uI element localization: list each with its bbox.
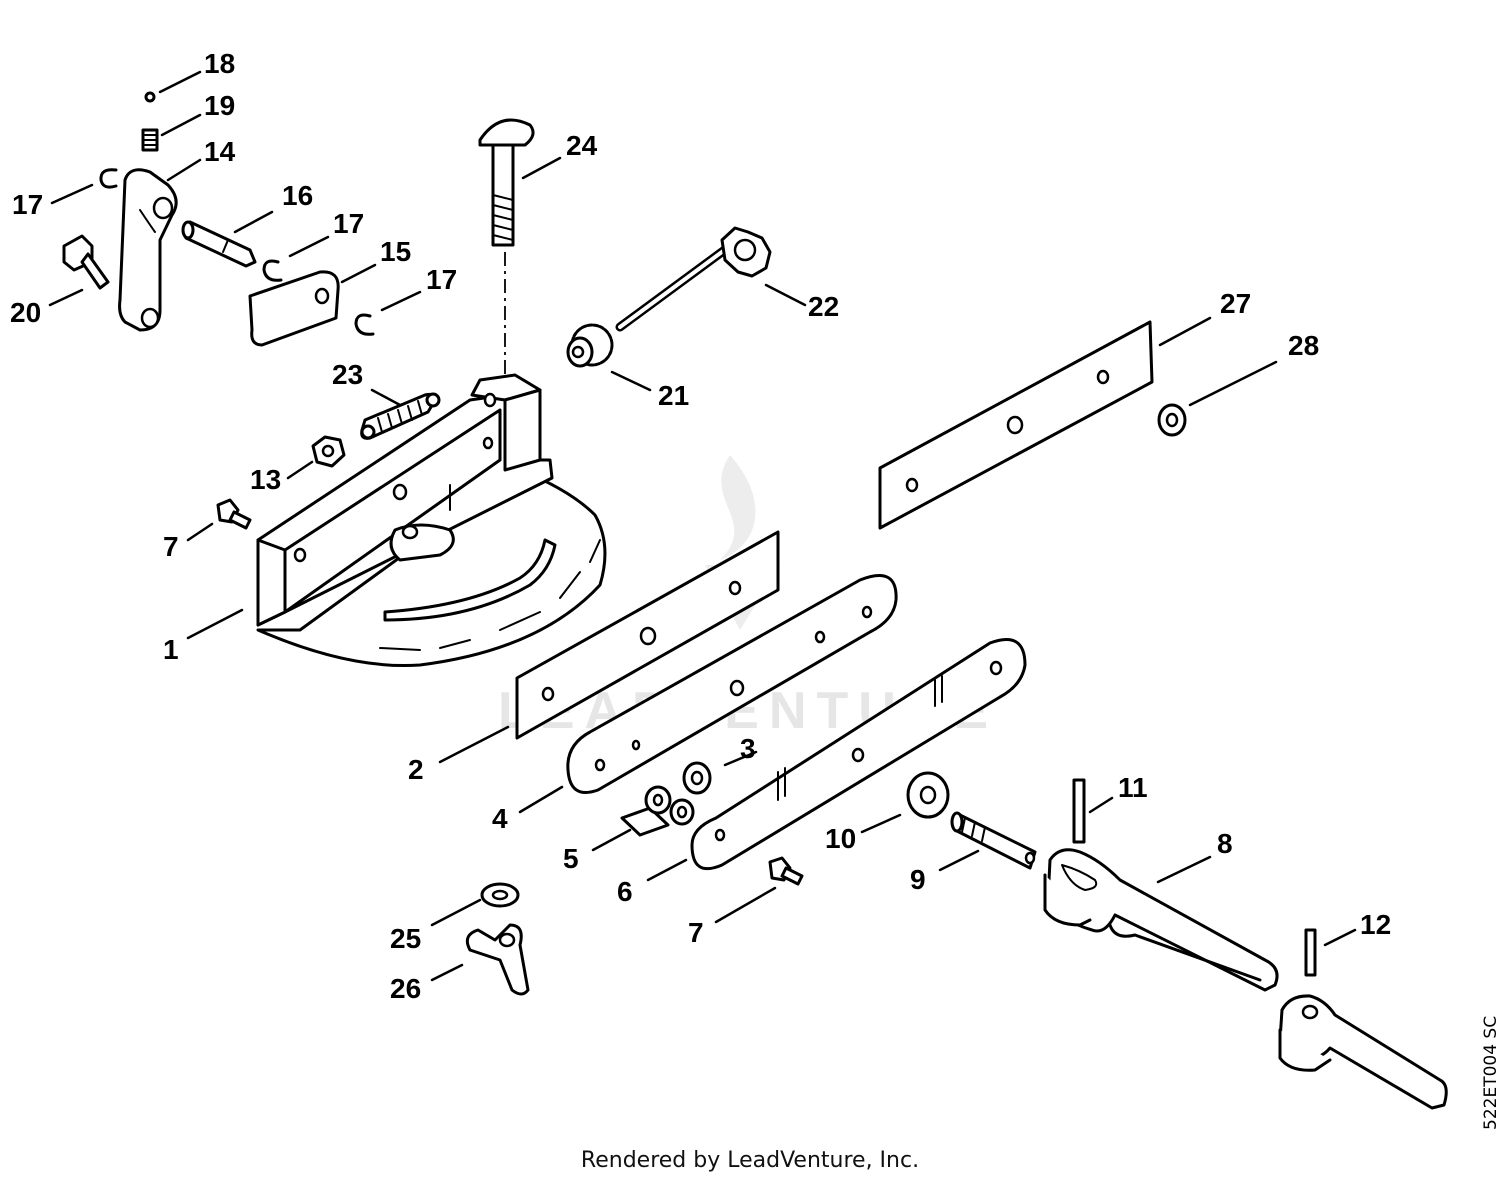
part-17-clip-b[interactable] (262, 259, 283, 282)
callout-10[interactable]: 10 (825, 823, 856, 854)
part-10-washer[interactable] (906, 771, 950, 819)
part-6-bar[interactable] (690, 638, 1027, 871)
callout-14[interactable]: 14 (204, 136, 236, 167)
part-lever-lower[interactable] (1278, 994, 1448, 1110)
callout-6[interactable]: 6 (617, 876, 633, 907)
callout-19[interactable]: 19 (204, 90, 235, 121)
callout-22[interactable]: 22 (808, 291, 839, 322)
callouts: 18 19 14 17 16 17 20 15 17 24 22 21 23 1… (10, 48, 1391, 1004)
callout-12[interactable]: 12 (1360, 909, 1391, 940)
callout-17-c[interactable]: 17 (426, 264, 457, 295)
part-3-washer[interactable] (682, 761, 712, 795)
part-28-washer[interactable] (1157, 403, 1187, 437)
drawing-code: 522ET004 SC (1481, 1016, 1500, 1130)
leader-lines (48, 70, 1357, 982)
callout-7-a[interactable]: 7 (163, 531, 179, 562)
part-9-stud[interactable] (950, 811, 1037, 870)
callout-13[interactable]: 13 (250, 464, 281, 495)
part-19-spring[interactable] (141, 128, 159, 152)
callout-28[interactable]: 28 (1288, 330, 1319, 361)
callout-4[interactable]: 4 (492, 803, 508, 834)
part-22-knob-screw[interactable] (615, 226, 772, 332)
part-25-washer[interactable] (480, 882, 520, 908)
part-24-bolt[interactable] (478, 118, 535, 247)
callout-9[interactable]: 9 (910, 864, 926, 895)
callout-21[interactable]: 21 (658, 380, 689, 411)
callout-17-b[interactable]: 17 (333, 208, 364, 239)
callout-1[interactable]: 1 (163, 634, 179, 665)
part-8-lever[interactable] (1043, 848, 1279, 992)
part-15-plate[interactable] (248, 270, 340, 347)
part-26-wing-nut[interactable] (465, 923, 530, 996)
part-5-washer[interactable] (620, 785, 695, 837)
part-17-clip-a[interactable] (99, 168, 118, 189)
part-1-miter-gauge-body[interactable] (256, 373, 607, 668)
callout-23[interactable]: 23 (332, 359, 363, 390)
part-27-bar[interactable] (878, 320, 1154, 530)
callout-24[interactable]: 24 (566, 130, 598, 161)
part-13-nut[interactable] (311, 435, 346, 468)
callout-27[interactable]: 27 (1220, 288, 1251, 319)
callout-26[interactable]: 26 (390, 973, 421, 1004)
callout-7-b[interactable]: 7 (688, 917, 704, 948)
part-12-pin[interactable] (1304, 928, 1317, 977)
callout-15[interactable]: 15 (380, 236, 411, 267)
footer-credit: Rendered by LeadVenture, Inc. (580, 1148, 920, 1173)
part-7-screw-a[interactable] (216, 498, 252, 530)
part-23-spring[interactable] (360, 392, 441, 440)
part-18-ball[interactable] (144, 91, 156, 103)
callout-20[interactable]: 20 (10, 297, 41, 328)
part-11-pin[interactable] (1072, 778, 1086, 844)
callout-11[interactable]: 11 (1118, 772, 1148, 803)
part-21-knurled-nut[interactable] (566, 323, 614, 368)
callout-16[interactable]: 16 (282, 180, 313, 211)
callout-5[interactable]: 5 (563, 843, 579, 874)
callout-18[interactable]: 18 (204, 48, 235, 79)
callout-25[interactable]: 25 (390, 923, 421, 954)
callout-3[interactable]: 3 (740, 733, 756, 764)
part-16-pin[interactable] (181, 220, 257, 268)
part-2-bar[interactable] (515, 530, 780, 740)
callout-2[interactable]: 2 (408, 754, 424, 785)
part-14-link[interactable] (118, 168, 178, 332)
part-4-bar[interactable] (566, 574, 898, 794)
callout-8[interactable]: 8 (1217, 828, 1233, 859)
part-17-clip-c[interactable] (354, 313, 375, 336)
callout-17-a[interactable]: 17 (12, 189, 43, 220)
part-7-screw-b[interactable] (768, 856, 804, 886)
part-20-screw[interactable] (62, 234, 110, 290)
